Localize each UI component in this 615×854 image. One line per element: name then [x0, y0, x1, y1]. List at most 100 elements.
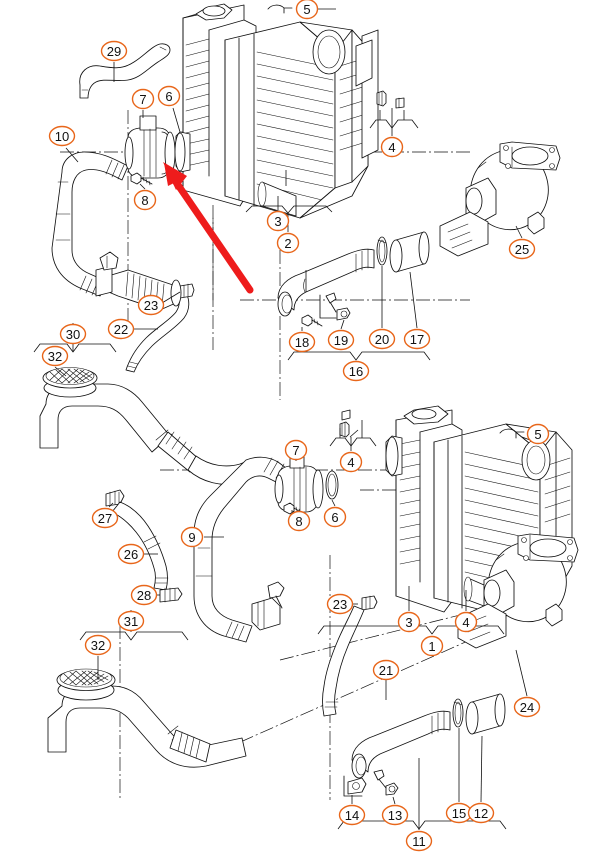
- callout-number: 2: [284, 236, 291, 251]
- callout-7-c7b[interactable]: 7: [284, 439, 308, 461]
- callout-bubble: [131, 88, 155, 110]
- callout-number: 32: [48, 349, 62, 364]
- callout-4-c4b[interactable]: 4: [339, 451, 363, 473]
- callout-bubble: [467, 802, 495, 824]
- callout-bubble: [59, 323, 87, 345]
- callout-number: 23: [144, 298, 158, 313]
- callout-26-c26[interactable]: 26: [117, 543, 145, 565]
- callout-28-c28[interactable]: 28: [130, 584, 158, 606]
- callout-16-c16[interactable]: 16: [342, 360, 370, 382]
- callout-bubble: [180, 526, 204, 548]
- callout-bubble: [338, 804, 366, 826]
- callout-number: 28: [137, 588, 151, 603]
- callout-number: 3: [274, 214, 281, 229]
- intake-duct-group-30: [39, 367, 255, 485]
- callout-6-c6a[interactable]: 6: [157, 85, 181, 107]
- callout-13-c13[interactable]: 13: [381, 804, 409, 826]
- callout-8-c8a[interactable]: 8: [133, 189, 157, 211]
- callout-number: 20: [375, 332, 389, 347]
- intake-duct-group-31: [47, 668, 247, 768]
- callout-number: 32: [91, 638, 105, 653]
- charge-pipe-group-16: [277, 231, 430, 327]
- callout-bubble: [526, 423, 550, 445]
- callout-23-c23b[interactable]: 23: [326, 593, 354, 615]
- callout-bubble: [133, 189, 157, 211]
- mesh-screen-upper: [42, 367, 98, 389]
- callout-5-c5a[interactable]: 5: [295, 0, 319, 20]
- callout-bubble: [420, 635, 444, 657]
- callout-bubble: [284, 439, 308, 461]
- filter-pleats: [256, 51, 334, 201]
- callout-12-c12[interactable]: 12: [467, 802, 495, 824]
- callout-14-c14[interactable]: 14: [338, 804, 366, 826]
- callout-32-c32b[interactable]: 32: [84, 634, 112, 656]
- callout-32-c32a[interactable]: 32: [41, 345, 69, 367]
- clamp-23-upper: [179, 283, 195, 299]
- callout-number: 8: [141, 193, 148, 208]
- callout-31-c31[interactable]: 31: [117, 610, 145, 632]
- callout-8-c8b[interactable]: 8: [287, 510, 311, 532]
- callout-number: 24: [520, 700, 534, 715]
- air-mass-meter-lower: [274, 455, 324, 513]
- callout-2-c2[interactable]: 2: [276, 232, 300, 254]
- callout-number: 7: [292, 443, 299, 458]
- callout-4-c4c[interactable]: 4: [454, 611, 478, 633]
- callout-9-c9[interactable]: 9: [180, 526, 204, 548]
- callout-3-c3a[interactable]: 3: [266, 210, 290, 232]
- callout-bubble: [403, 328, 431, 350]
- callout-bubble: [323, 506, 347, 528]
- callout-10-c10[interactable]: 10: [48, 125, 76, 147]
- callout-number: 22: [114, 322, 128, 337]
- callout-bubble: [288, 331, 316, 353]
- callout-number: 11: [412, 834, 426, 849]
- callout-17-c17[interactable]: 17: [403, 328, 431, 350]
- grommet-valve-lower: [339, 409, 351, 438]
- callout-number: 4: [388, 140, 395, 155]
- leader-lines: [54, 8, 539, 830]
- callout-bubble: [295, 0, 319, 20]
- callout-4-c4a[interactable]: 4: [380, 136, 404, 158]
- bolt-upper: [130, 172, 153, 186]
- callout-6-c6b[interactable]: 6: [323, 506, 347, 528]
- callout-bubble: [48, 125, 76, 147]
- callout-bubble: [368, 328, 396, 350]
- grommet-28: [159, 587, 183, 603]
- callout-number: 12: [474, 806, 488, 821]
- callout-number: 6: [331, 510, 338, 525]
- callout-1-c1[interactable]: 1: [420, 635, 444, 657]
- callout-24-c24[interactable]: 24: [513, 696, 541, 718]
- callout-bubble: [276, 232, 300, 254]
- callout-5-c5b[interactable]: 5: [526, 423, 550, 445]
- clamp-23-lower: [361, 595, 378, 611]
- callout-18-c18[interactable]: 18: [288, 331, 316, 353]
- callout-number: 19: [334, 333, 348, 348]
- callout-11-c11[interactable]: 11: [405, 830, 433, 852]
- callout-15-c15[interactable]: 15: [445, 802, 473, 824]
- callout-bubble: [513, 696, 541, 718]
- callout-number: 9: [188, 530, 195, 545]
- mesh-screen-lower: [56, 668, 116, 691]
- callout-30-c30[interactable]: 30: [59, 323, 87, 345]
- callout-21-c21[interactable]: 21: [372, 659, 400, 681]
- callout-number: 5: [534, 427, 541, 442]
- callout-bubble: [380, 136, 404, 158]
- callout-29-c29[interactable]: 29: [100, 40, 128, 62]
- callout-number: 30: [66, 327, 80, 342]
- callout-bubble: [157, 85, 181, 107]
- hose-26: [111, 501, 169, 591]
- callout-number: 18: [295, 335, 309, 350]
- group-brackets: [33, 110, 507, 830]
- callout-22-c22[interactable]: 22: [107, 318, 135, 340]
- callout-7-c7a[interactable]: 7: [131, 88, 155, 110]
- callout-20-c20[interactable]: 20: [368, 328, 396, 350]
- callout-bubble: [339, 451, 363, 473]
- callout-number: 3: [405, 615, 412, 630]
- callout-3-c3b[interactable]: 3: [397, 611, 421, 633]
- callout-number: 13: [388, 808, 402, 823]
- callout-25-c25[interactable]: 25: [508, 238, 536, 260]
- callout-23-c23a[interactable]: 23: [137, 294, 165, 316]
- callout-27-c27[interactable]: 27: [91, 507, 119, 529]
- callout-number: 8: [295, 514, 302, 529]
- callout-19-c19[interactable]: 19: [327, 329, 355, 351]
